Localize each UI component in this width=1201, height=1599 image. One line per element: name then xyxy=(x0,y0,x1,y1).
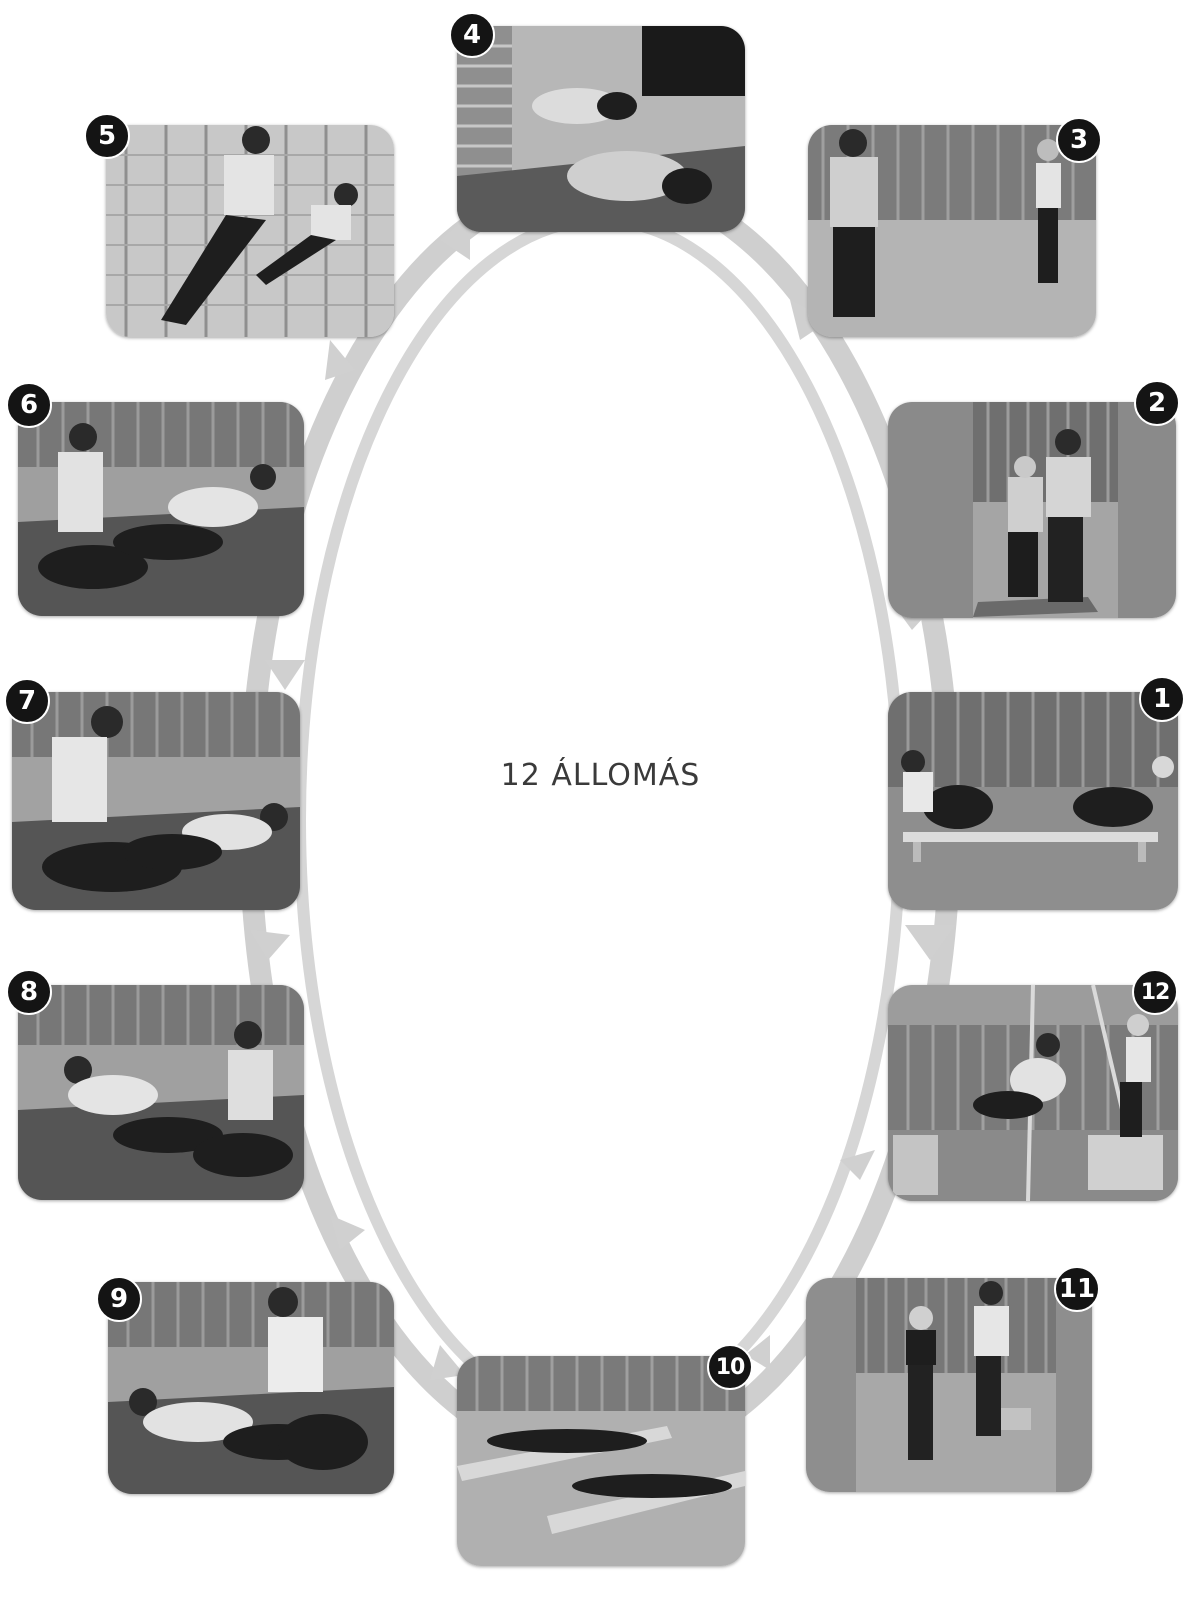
station-number-badge: 5 xyxy=(84,113,130,159)
side-plank-partner-photo xyxy=(12,692,300,910)
station-11: 11 xyxy=(806,1278,1092,1492)
mat-stretch-photo xyxy=(457,26,745,232)
side-lift-partner-photo xyxy=(18,985,304,1200)
side-reach-partner-photo xyxy=(108,1282,394,1494)
station-4: 4 xyxy=(457,26,745,232)
station-10: 10 xyxy=(457,1356,745,1566)
rope-climb-photo xyxy=(888,985,1178,1201)
station-3: 3 xyxy=(808,125,1096,337)
wall-bars-photo xyxy=(106,125,394,337)
station-12: 12 xyxy=(888,985,1178,1201)
ring-outer xyxy=(250,180,950,1460)
station-8: 8 xyxy=(18,985,304,1200)
arrow-6 xyxy=(265,660,305,690)
station-7: 7 xyxy=(12,692,300,910)
station-number-badge: 6 xyxy=(6,382,52,428)
sit-up-bench-photo xyxy=(888,692,1178,910)
station-number-badge: 3 xyxy=(1056,117,1102,163)
station-2: 2 xyxy=(888,402,1176,618)
station-number-badge: 11 xyxy=(1054,1266,1100,1312)
ring-inner xyxy=(300,220,900,1420)
station-number-badge: 12 xyxy=(1132,969,1178,1015)
station-number-badge: 4 xyxy=(449,12,495,58)
station-number-badge: 10 xyxy=(707,1344,753,1390)
station-1: 1 xyxy=(888,692,1178,910)
partner-ball-throw-photo xyxy=(808,125,1096,337)
balance-board-photo xyxy=(888,402,1176,618)
station-number-badge: 7 xyxy=(4,678,50,724)
step-jump-photo xyxy=(806,1278,1092,1492)
station-9: 9 xyxy=(108,1282,394,1494)
station-number-badge: 2 xyxy=(1134,380,1180,426)
station-5: 5 xyxy=(106,125,394,337)
station-6: 6 xyxy=(18,402,304,616)
station-number-badge: 9 xyxy=(96,1276,142,1322)
station-number-badge: 1 xyxy=(1139,676,1185,722)
station-number-badge: 8 xyxy=(6,969,52,1015)
bench-prone-lift-photo xyxy=(457,1356,745,1566)
side-lying-partner-photo xyxy=(18,402,304,616)
